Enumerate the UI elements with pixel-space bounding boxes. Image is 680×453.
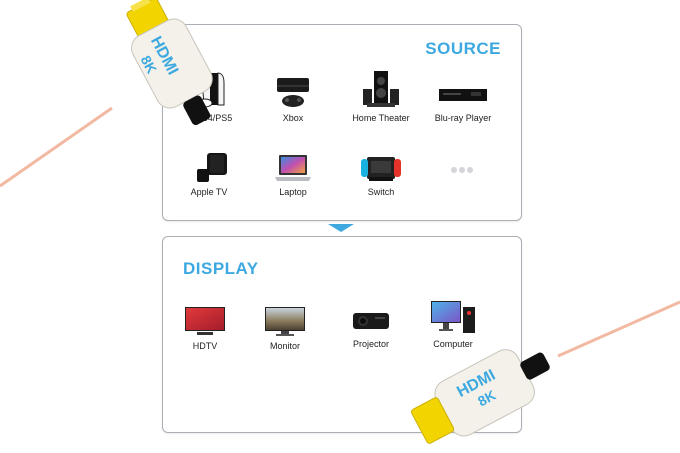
display-item-label: Computer (433, 339, 473, 349)
source-item-label: PS4/PS5 (195, 113, 233, 123)
source-panel: SOURCE PS4/PS5 Xbox Home Theater (162, 24, 522, 221)
source-item-xbox: Xbox (251, 75, 335, 123)
laptop-icon (275, 155, 311, 181)
bluray-player-icon (439, 89, 487, 101)
source-item-label: Apple TV (190, 187, 228, 197)
display-panel: DISPLAY HDTV (162, 236, 522, 433)
xbox-console-icon (277, 78, 309, 107)
display-item-computer: Computer (411, 299, 495, 349)
flow-arrow-down (328, 224, 354, 232)
home-theater-icon (363, 71, 399, 107)
monitor-icon (265, 307, 305, 336)
source-item-home-theater: Home Theater (339, 69, 423, 123)
display-item-label: Monitor (269, 341, 300, 351)
more-dots-icon (450, 161, 474, 179)
source-heading: SOURCE (425, 39, 501, 58)
display-item-hdtv: HDTV (163, 305, 247, 351)
source-item-bluray: Blu-ray Player (421, 83, 505, 123)
display-item-label: Projector (352, 339, 389, 349)
game-console-icon (197, 72, 225, 108)
source-item-label: Home Theater (352, 113, 410, 123)
display-item-projector: Projector (329, 307, 413, 349)
display-item-monitor: Monitor (243, 305, 327, 351)
projector-icon (353, 313, 389, 329)
source-item-label: Switch (367, 187, 395, 197)
source-item-apple-tv: Apple TV (167, 151, 251, 197)
switch-console-icon (361, 157, 401, 181)
display-item-label: HDTV (192, 341, 218, 351)
display-heading: DISPLAY (183, 259, 259, 278)
source-item-label: Xbox (282, 113, 304, 123)
source-item-label: Blu-ray Player (434, 113, 492, 123)
computer-icon (431, 301, 475, 333)
source-item-label: Laptop (279, 187, 307, 197)
hdtv-icon (185, 307, 225, 335)
source-item-switch: Switch (339, 153, 423, 197)
source-item-ps: PS4/PS5 (172, 69, 256, 123)
source-item-laptop: Laptop (251, 153, 335, 197)
apple-tv-icon (197, 153, 227, 182)
